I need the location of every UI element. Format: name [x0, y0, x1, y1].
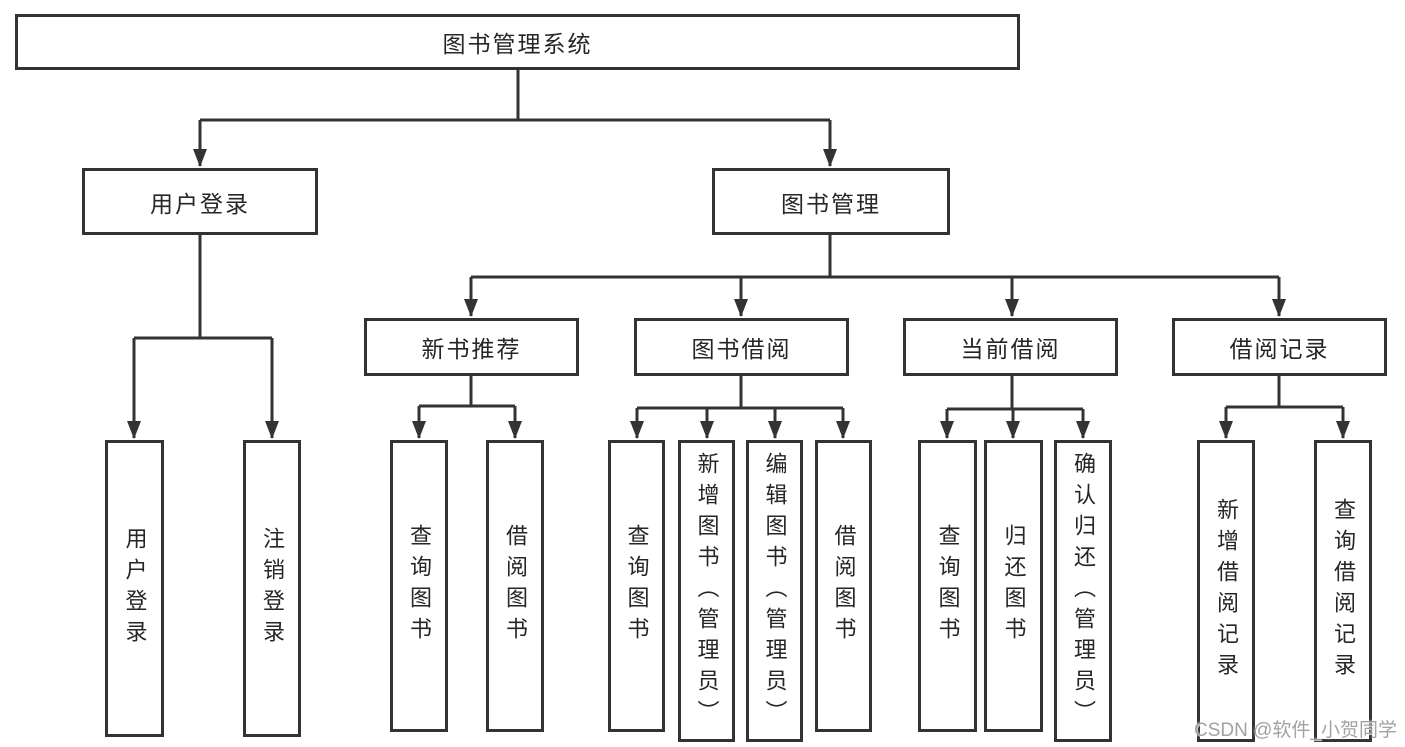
- leaf-newbooks-query-books: 查询图书: [390, 440, 448, 732]
- leaf-user-login: 用户登录: [105, 440, 164, 737]
- leaf-label: 查询图书: [935, 524, 961, 648]
- leaf-label: 归还图书: [1001, 524, 1027, 648]
- leaf-label: 注销登录: [260, 526, 285, 651]
- leaf-label: 新增借阅记录: [1214, 498, 1239, 684]
- leaf-borrow-borrow-books: 借阅图书: [815, 440, 872, 732]
- leaf-logout: 注销登录: [243, 440, 301, 737]
- node-user-login: 用户登录: [82, 168, 318, 235]
- leaf-label: 借阅图书: [503, 524, 528, 648]
- leaf-borrow-edit-books-admin: 编辑图书（管理员）: [746, 440, 803, 742]
- connector-records-to-leaves: [1219, 376, 1350, 439]
- csdn-watermark: CSDN @软件_小贺同学: [1194, 720, 1397, 741]
- node-library-system: 图书管理系统: [15, 14, 1020, 70]
- leaf-current-confirm-return-admin: 确认归还（管理员）: [1054, 440, 1112, 742]
- leaf-label: 借阅图书: [831, 524, 857, 648]
- node-current-borrowing: 当前借阅: [903, 318, 1118, 376]
- leaf-label: 查询图书: [624, 524, 650, 648]
- leaf-newbooks-borrow-books: 借阅图书: [486, 440, 544, 732]
- connector-newbooks-to-leaves: [412, 376, 522, 439]
- node-new-book-recommend: 新书推荐: [364, 318, 579, 376]
- connector-bookborrow-to-leaves: [630, 376, 850, 439]
- node-book-borrowing: 图书借阅: [634, 318, 849, 376]
- leaf-borrow-add-books-admin: 新增图书（管理员）: [678, 440, 735, 742]
- leaf-label: 编辑图书（管理员）: [762, 451, 788, 731]
- leaf-label: 用户登录: [122, 526, 148, 651]
- node-book-management: 图书管理: [712, 168, 950, 235]
- leaf-label: 查询借阅记录: [1331, 498, 1356, 684]
- leaf-records-query-record: 查询借阅记录: [1314, 440, 1372, 742]
- leaf-borrow-query-books: 查询图书: [608, 440, 665, 732]
- leaf-label: 确认归还（管理员）: [1071, 451, 1096, 731]
- connector-root-to-level2: [193, 70, 837, 167]
- leaf-current-return-books: 归还图书: [984, 440, 1043, 732]
- leaf-current-query-books: 查询图书: [918, 440, 977, 732]
- leaf-label: 新增图书（管理员）: [694, 451, 720, 731]
- connector-currentborrow-to-leaves: [940, 376, 1090, 439]
- node-borrowing-records: 借阅记录: [1172, 318, 1387, 376]
- connector-bookmgmt-to-level3: [464, 235, 1286, 317]
- leaf-records-add-record: 新增借阅记录: [1197, 440, 1255, 742]
- leaf-label: 查询图书: [407, 524, 432, 648]
- connector-userlogin-to-leaves: [127, 235, 279, 439]
